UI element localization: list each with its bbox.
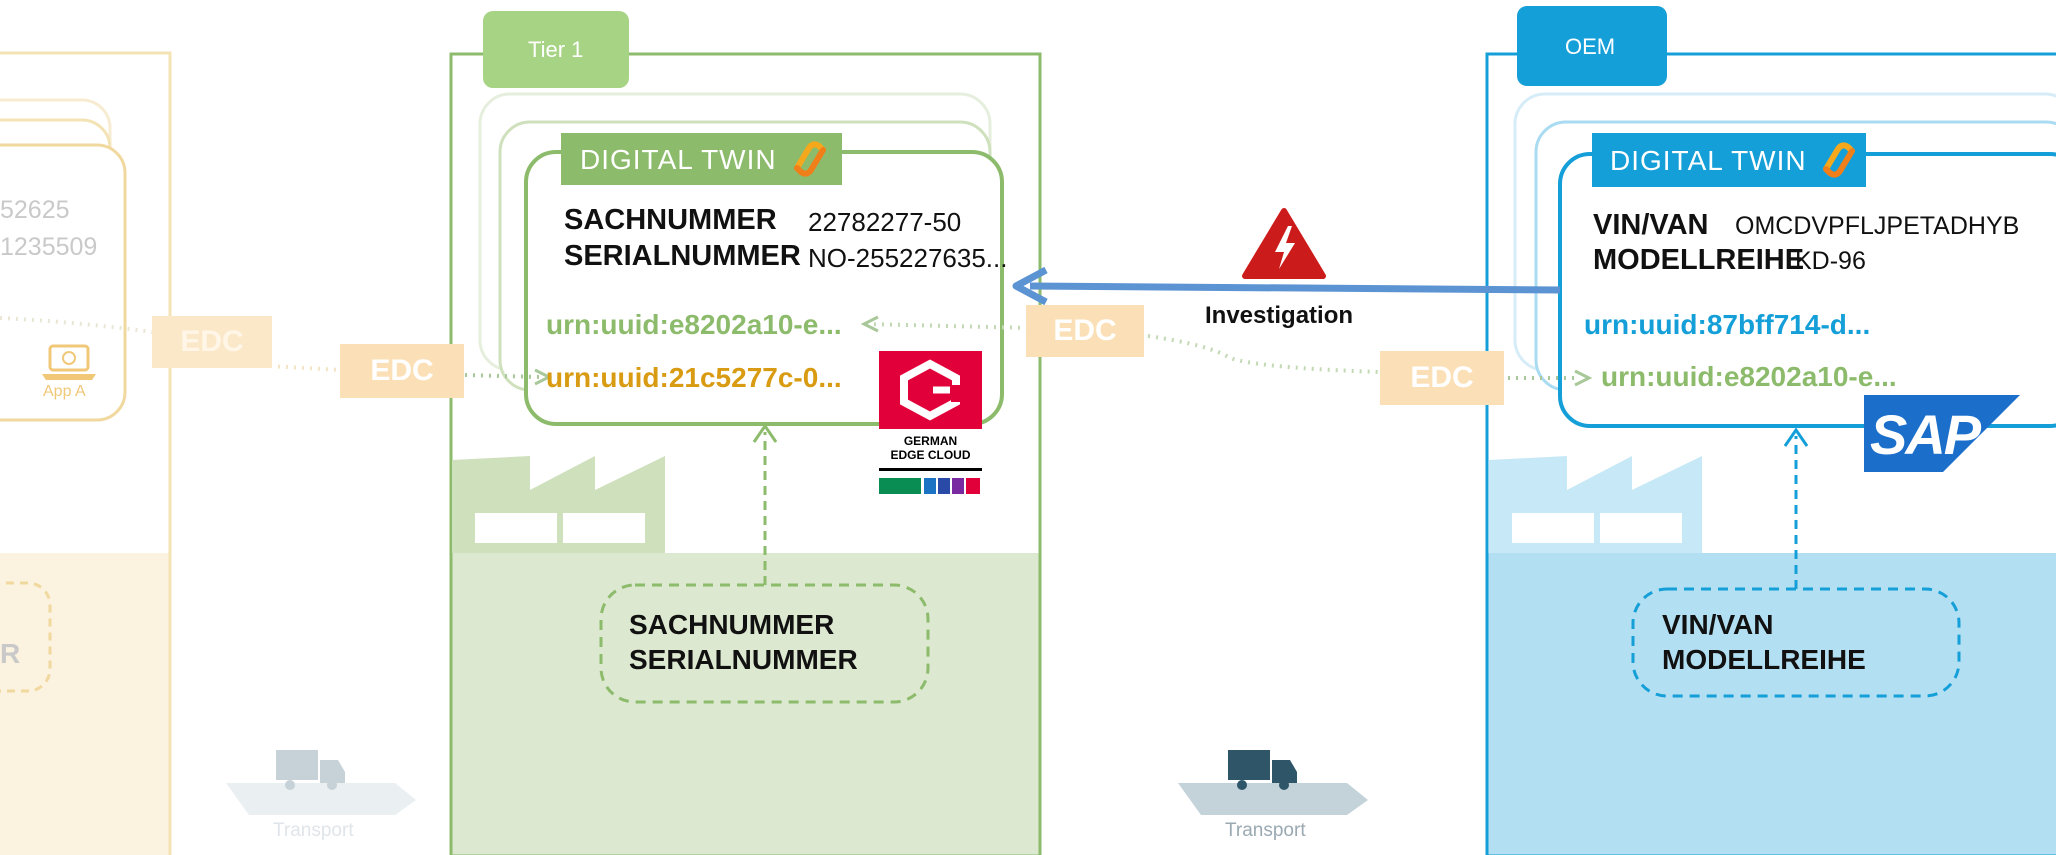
investigation-arrow bbox=[1012, 266, 1561, 306]
oem-input-line2: MODELLREIHE bbox=[1662, 644, 1866, 675]
tier1-input-line2: SERIALNUMMER bbox=[629, 644, 858, 675]
tier1-urn-child[interactable]: urn:uuid:21c5277c-0... bbox=[546, 362, 842, 393]
edc-box-tier1-in: EDC bbox=[340, 344, 464, 398]
chain-link-icon bbox=[1823, 142, 1855, 178]
oem-field1-label: VIN/VAN bbox=[1593, 209, 1709, 241]
transport-left bbox=[226, 750, 416, 815]
oem-field2-value: KD-96 bbox=[1795, 247, 1866, 275]
tab-oem-label: OEM bbox=[1565, 34, 1616, 59]
tier1-field1-label: SACHNUMMER bbox=[564, 204, 777, 236]
oem-urn-self[interactable]: urn:uuid:87bff714-d... bbox=[1584, 309, 1871, 340]
tab-tier1[interactable]: Tier 1 bbox=[483, 11, 629, 88]
sap-logo-text: SAP bbox=[1870, 403, 1981, 466]
tier1-field1-value: 22782277-50 bbox=[808, 207, 962, 237]
gec-logo-line2: EDGE CLOUD bbox=[890, 448, 971, 462]
tier1-field2-value: NO-255227635... bbox=[808, 243, 1008, 273]
warning-lightning-icon bbox=[1242, 208, 1326, 279]
edc-box-faded-left: EDC bbox=[152, 316, 272, 368]
tab-oem[interactable]: OEM bbox=[1517, 6, 1667, 86]
oem-twin-header: DIGITAL TWIN bbox=[1592, 133, 1866, 187]
oem-company-frame bbox=[1485, 52, 2056, 855]
faded-number-1: 52625 bbox=[0, 196, 70, 224]
german-edge-cloud-logo bbox=[879, 351, 982, 494]
edc-box-oem: EDC bbox=[1380, 351, 1504, 405]
oem-field1-value: OMCDVPFLJPETADHYB bbox=[1735, 212, 2020, 240]
oem-field2-label: MODELLREIHE bbox=[1593, 244, 1805, 276]
oem-urn-child[interactable]: urn:uuid:e8202a10-e... bbox=[1601, 361, 1897, 392]
tier1-urn-parent[interactable]: urn:uuid:e8202a10-e... bbox=[546, 309, 842, 340]
sap-logo bbox=[1864, 395, 2020, 472]
faded-number-2: 1235509 bbox=[0, 233, 98, 261]
tier1-twin-header: DIGITAL TWIN bbox=[561, 133, 842, 185]
gec-logo-line1: GERMAN bbox=[903, 434, 958, 448]
oem-input-line1: VIN/VAN bbox=[1662, 609, 1774, 640]
tab-tier1-label: Tier 1 bbox=[528, 37, 584, 62]
tier1-field2-label: SERIALNUMMER bbox=[564, 240, 801, 272]
faded-app-label: App A bbox=[43, 383, 86, 400]
faded-company-left bbox=[0, 51, 172, 855]
transport-label-left: Transport bbox=[273, 820, 354, 841]
chain-link-icon bbox=[794, 141, 826, 177]
faded-letter: R bbox=[0, 638, 21, 669]
tier1-twin-title: DIGITAL TWIN bbox=[580, 144, 777, 175]
transport-middle bbox=[1178, 750, 1368, 815]
laptop-icon bbox=[42, 344, 96, 380]
transport-label-middle: Transport bbox=[1225, 820, 1306, 841]
tier1-input-line1: SACHNUMMER bbox=[629, 609, 835, 640]
dotted-connections bbox=[0, 315, 1593, 387]
edc-box-tier1-out: EDC bbox=[1026, 305, 1144, 357]
oem-twin-title: DIGITAL TWIN bbox=[1610, 145, 1807, 176]
investigation-label: Investigation bbox=[1205, 302, 1354, 329]
